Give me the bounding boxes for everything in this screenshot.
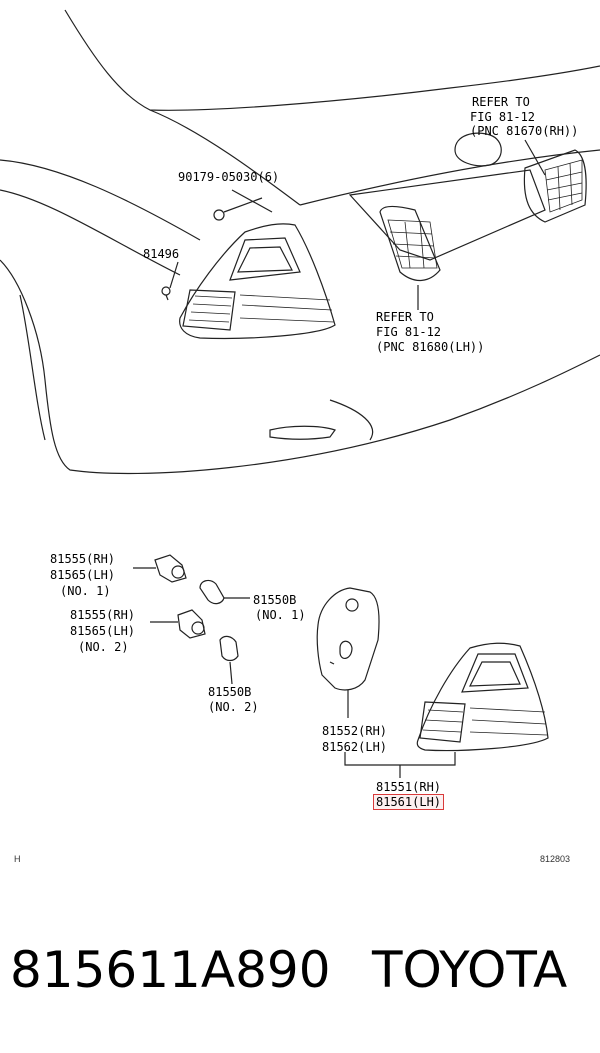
label-bulb2: 81550B (208, 685, 252, 699)
bulb-no2 (219, 635, 239, 685)
bulb-no1 (199, 579, 250, 605)
label-refer-rh-3: (PNC 81670(RH)) (470, 124, 579, 138)
footer-brand: TOYOTA (372, 941, 568, 999)
figure-number: 812803 (540, 854, 571, 864)
label-lamp-lh-highlighted[interactable]: 81561(LH) (372, 794, 445, 810)
label-gasket-lh: 81562(LH) (322, 740, 388, 754)
label-socket1-rh: 81555(RH) (50, 552, 116, 566)
label-81496: 81496 (143, 247, 180, 261)
label-socket2-no: (NO. 2) (78, 640, 129, 654)
label-refer-rh-2: FIG 81-12 (470, 110, 536, 124)
bolt-81496 (161, 261, 179, 301)
label-socket1-lh: 81565(LH) (50, 568, 116, 582)
car-body-outline (0, 9, 600, 475)
socket-no1 (133, 554, 187, 583)
inner-lamp-rh (523, 139, 587, 223)
label-refer-rh-1: REFER TO (472, 95, 530, 109)
assembly-bracket (344, 752, 456, 778)
label-socket2-lh: 81565(LH) (70, 624, 136, 638)
label-bulb2-no: (NO. 2) (208, 700, 259, 714)
gasket-plate (316, 587, 380, 718)
label-socket1-no: (NO. 1) (60, 584, 111, 598)
label-refer-lh-2: FIG 81-12 (376, 325, 442, 339)
tail-lamp-upper (179, 223, 336, 340)
label-90179: 90179-05030(6) (178, 170, 280, 184)
label-socket2-rh: 81555(RH) (70, 608, 136, 622)
nut-90179 (213, 189, 273, 221)
corner-code-left: H (14, 854, 21, 864)
label-bulb1: 81550B (253, 593, 297, 607)
inner-lamp-lh (379, 205, 441, 310)
footer-part-number: 815611A890 (10, 941, 331, 999)
label-gasket-rh: 81552(RH) (322, 724, 388, 738)
socket-no2 (150, 609, 206, 639)
label-refer-lh-3: (PNC 81680(LH)) (376, 340, 485, 354)
label-refer-lh-1: REFER TO (376, 310, 434, 324)
label-lamp-rh: 81551(RH) (376, 780, 442, 794)
tail-lamp-lower (416, 642, 549, 752)
label-bulb1-no: (NO. 1) (255, 608, 306, 622)
